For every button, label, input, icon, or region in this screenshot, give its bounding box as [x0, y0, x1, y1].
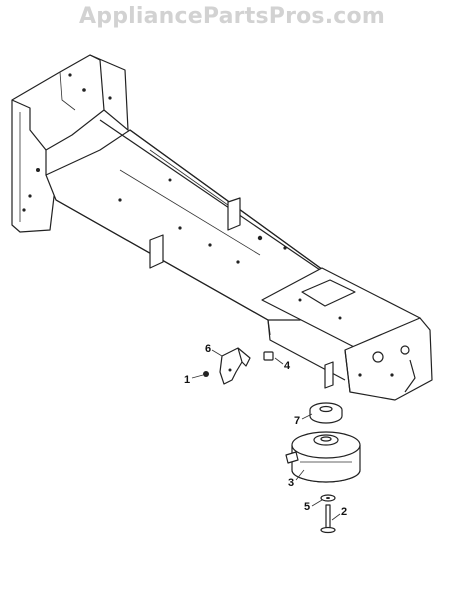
- leader-lines: [191, 349, 341, 521]
- part-4-nut: [263, 351, 274, 361]
- callout-7: 7: [294, 415, 300, 427]
- callout-6: 6: [205, 343, 211, 355]
- part-5-washer: [320, 494, 336, 502]
- part-1-bolt: [203, 371, 209, 377]
- callout-4: 4: [284, 360, 291, 372]
- part-2-bolt: [320, 504, 336, 534]
- callout-2: 2: [341, 506, 347, 518]
- callout-3: 3: [288, 477, 294, 489]
- watermark-text: AppliancePartsPros.com: [79, 4, 385, 29]
- callout-1: 1: [184, 374, 190, 386]
- callout-5: 5: [304, 501, 310, 513]
- part-7-pulley: [309, 402, 343, 424]
- part-3-clutch: [285, 431, 361, 483]
- frame-rear-plate: [261, 267, 433, 401]
- part-6-bracket: [219, 347, 251, 385]
- frame-front-bracket: [11, 54, 129, 233]
